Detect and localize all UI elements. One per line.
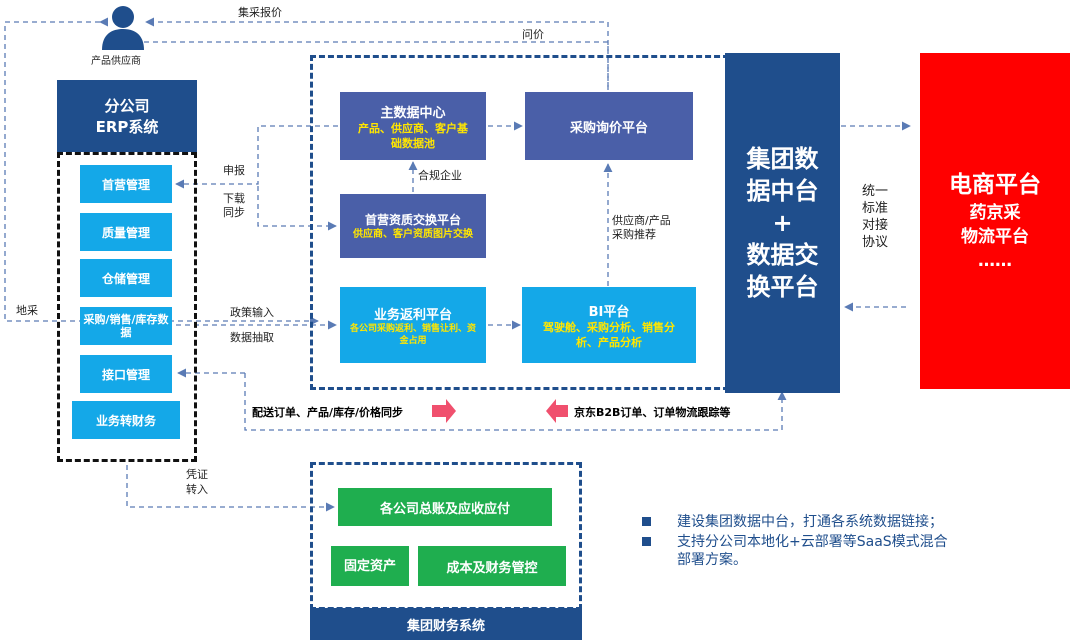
- exchange-desc: 供应商、客户资质图片交换: [353, 229, 473, 240]
- bullet-text: 支持分公司本地化+云部署等SaaS模式混合: [677, 534, 948, 550]
- label-voucher-2: 转入: [186, 483, 208, 496]
- bullet-square-icon: [642, 517, 651, 526]
- rebate-desc: 各公司采购返利、销售让利、资金占用: [350, 323, 477, 346]
- label-jd-tracking: 京东B2B订单、订单物流跟踪等: [574, 406, 731, 419]
- module-label: 采购/销售/库存数据: [83, 313, 169, 339]
- inquiry-box[interactable]: 采购询价平台: [525, 92, 693, 160]
- masterdata-desc: 产品、供应商、客户基础数据池: [358, 121, 468, 150]
- bi-desc: 驾驶舱、采购分析、销售分析、产品分析: [543, 320, 675, 349]
- ledger-label: 各公司总账及应收应付: [379, 501, 510, 517]
- ledger-box[interactable]: 各公司总账及应收应付: [338, 488, 552, 526]
- label-unified-2: 标准: [862, 201, 889, 216]
- label-unified-1: 统一: [862, 184, 889, 199]
- arrow-inquiry: [126, 41, 609, 88]
- bullet-continuation: 部署方案。: [677, 552, 747, 568]
- label-supplier-recommend-1: 供应商/产品: [612, 214, 671, 227]
- rebate-box[interactable]: 业务返利平台 各公司采购返利、销售让利、资金占用: [340, 287, 486, 363]
- finance-dashed-frame: [310, 462, 582, 610]
- rebate-title: 业务返利平台: [373, 307, 452, 323]
- datacenter-box[interactable]: 集团数 据中台 + 数据交 换平台: [725, 53, 840, 393]
- label-policy-input: 政策输入: [230, 306, 274, 319]
- bullet-text: 建设集团数据中台，打通各系统数据链接；: [677, 514, 943, 530]
- bi-title: BI平台: [588, 304, 630, 320]
- datacenter-line3: 数据交: [746, 241, 819, 269]
- datacenter-line2: 据中台: [746, 177, 819, 205]
- pink-arrow-left: [546, 399, 568, 423]
- bullet-square-icon: [642, 537, 651, 546]
- fixed-assets-box[interactable]: 固定资产: [331, 546, 409, 586]
- module-first-operation[interactable]: 首营管理: [80, 165, 172, 203]
- arrow-report: [175, 125, 338, 189]
- inquiry-title: 采购询价平台: [569, 120, 648, 136]
- exchange-box[interactable]: 首营资质交换平台 供应商、客户资质图片交换: [340, 194, 486, 258]
- label-download: 下载: [223, 192, 245, 205]
- pink-arrow-right: [432, 399, 456, 423]
- datacenter-line1: 集团数: [746, 145, 819, 173]
- arrow-interface: [244, 373, 787, 431]
- label-unified-4: 协议: [862, 235, 889, 250]
- erp-title: 分公司: [104, 97, 150, 115]
- label-delivery-sync: 配送订单、产品/库存/价格同步: [252, 406, 404, 419]
- datacenter-plus: +: [772, 209, 793, 237]
- bullet-item-2: 支持分公司本地化+云部署等SaaS模式混合: [640, 533, 1060, 551]
- erp-dashed-frame: [57, 152, 197, 462]
- module-quality[interactable]: 质量管理: [80, 213, 172, 251]
- label-unified-3: 对接: [862, 218, 889, 233]
- erp-subtitle: ERP系统: [95, 118, 159, 136]
- label-data-extract: 数据抽取: [230, 331, 274, 344]
- ecommerce-line2: 物流平台: [961, 227, 1029, 247]
- label-report: 申报: [223, 164, 245, 177]
- module-psi-data[interactable]: 采购/销售/库存数据: [80, 307, 172, 345]
- label-inquiry: 问价: [522, 28, 544, 41]
- label-supplier-recommend-2: 采购推荐: [612, 228, 656, 241]
- finance-footer: 集团财务系统: [310, 608, 582, 640]
- ecommerce-line3: ……: [978, 251, 1012, 271]
- label-local-purchase: 地采: [16, 304, 38, 317]
- module-label: 业务转财务: [95, 413, 156, 428]
- label-bid-quote: 集采报价: [238, 6, 282, 19]
- module-label: 质量管理: [101, 225, 150, 240]
- supplier-icon: [100, 2, 146, 50]
- label-compliant: 合规企业: [418, 169, 462, 182]
- erp-header: 分公司 ERP系统: [57, 80, 197, 152]
- masterdata-box[interactable]: 主数据中心 产品、供应商、客户基础数据池: [340, 92, 486, 160]
- arrow-voucher: [126, 465, 335, 512]
- bullet-item-1: 建设集团数据中台，打通各系统数据链接；: [640, 513, 1060, 531]
- assets-label: 固定资产: [343, 558, 396, 574]
- module-business-finance[interactable]: 业务转财务: [72, 401, 180, 439]
- cost-label: 成本及财务管控: [446, 560, 538, 576]
- module-label: 仓储管理: [101, 271, 150, 286]
- module-warehouse[interactable]: 仓储管理: [80, 259, 172, 297]
- datacenter-line4: 换平台: [746, 273, 819, 301]
- bi-box[interactable]: BI平台 驾驶舱、采购分析、销售分析、产品分析: [522, 287, 696, 363]
- masterdata-title: 主数据中心: [380, 105, 446, 121]
- supplier-label: 产品供应商: [91, 56, 141, 67]
- exchange-title: 首营资质交换平台: [364, 213, 461, 227]
- ecommerce-box[interactable]: 电商平台 药京采 物流平台 ……: [920, 53, 1070, 389]
- ecommerce-title: 电商平台: [949, 172, 1041, 198]
- ecommerce-line1: 药京采: [969, 203, 1021, 223]
- module-label: 首营管理: [101, 177, 150, 192]
- module-label: 接口管理: [101, 367, 150, 382]
- label-sync: 同步: [223, 206, 245, 219]
- module-interface[interactable]: 接口管理: [80, 355, 172, 393]
- cost-control-box[interactable]: 成本及财务管控: [418, 546, 566, 586]
- label-voucher-1: 凭证: [186, 468, 208, 481]
- finance-footer-label: 集团财务系统: [406, 618, 485, 634]
- bullet-list: 建设集团数据中台，打通各系统数据链接； 支持分公司本地化+云部署等SaaS模式混…: [640, 513, 1060, 569]
